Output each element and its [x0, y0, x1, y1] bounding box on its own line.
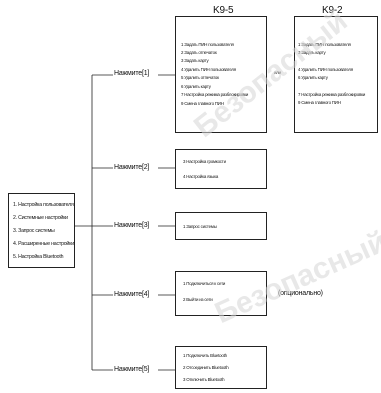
k95-item-2: 2 Задать отпечаток	[181, 50, 217, 55]
k95-title: K9-5	[213, 5, 234, 16]
press-label-2: Нажмите[2]	[114, 164, 150, 171]
box4-item-2: 2 Выйти из сети	[183, 297, 213, 302]
main-menu-item-1: 1. Настройка пользователя	[13, 202, 74, 208]
box5-item-1: 1 Подключить Bluetooth	[183, 353, 227, 358]
k92-item-4: 4 Удалить ПИН пользователя	[298, 67, 353, 72]
bluetooth-settings-box: 1 Подключить Bluetooth 2 Отсоединить Blu…	[175, 346, 267, 389]
main-menu-item-3: 3. Запрос системы	[13, 228, 55, 234]
main-menu-item-5: 5. Настройка Bluetooth	[13, 254, 64, 260]
press-label-5: Нажмите[5]	[114, 366, 150, 373]
box4-item-1: 1 Подключиться к сети	[183, 281, 226, 286]
k95-item-7: 7 Настройка режима разблокировки	[181, 92, 249, 97]
k95-item-6: 6 Удалить карту	[181, 84, 211, 89]
k92-item-1: 1 Задать ПИН пользователя	[298, 42, 351, 47]
or-label: или	[274, 70, 281, 75]
k95-box: 1 Задать ПИН пользователя 2 Задать отпеч…	[175, 16, 267, 133]
optional-note: (опционально)	[278, 290, 323, 297]
system-query-box: 1 Запрос системы	[175, 212, 267, 240]
box2-item-2: 4 Настройка языка	[183, 174, 219, 179]
box5-item-2: 2 Отсоединить Bluetooth	[183, 365, 229, 370]
k92-item-3: 3 Задать карту	[298, 50, 326, 55]
press-label-1: Нажмите[1]	[114, 70, 150, 77]
k95-item-5: 5 Удалить отпечаток	[181, 75, 219, 80]
k92-item-7: 7 Настройка режима разблокировки	[298, 92, 366, 97]
press-label-4: Нажмите[4]	[114, 291, 150, 298]
k95-item-3: 3 Задать карту	[181, 58, 209, 63]
box5-item-3: 3 Отключить Bluetooth	[183, 377, 225, 382]
k95-item-1: 1 Задать ПИН пользователя	[181, 42, 234, 47]
press-label-3: Нажмите[3]	[114, 222, 150, 229]
k92-item-6: 6 Удалить карту	[298, 75, 328, 80]
main-menu-item-4: 4. Расширенные настройки	[13, 241, 74, 247]
box2-item-1: 3 Настройка громкости	[183, 159, 226, 164]
k95-item-4: 4 Удалить ПИН пользователя	[181, 67, 236, 72]
k92-item-9: 9 Смена главного ПИН	[298, 100, 341, 105]
k95-item-9: 9 Смена главного ПИН	[181, 101, 224, 106]
system-settings-box: 3 Настройка громкости 4 Настройка языка	[175, 149, 267, 189]
k92-box: 1 Задать ПИН пользователя 3 Задать карту…	[294, 16, 378, 133]
main-menu-box: 1. Настройка пользователя 2. Системные н…	[8, 193, 75, 268]
k92-title: K9-2	[322, 5, 343, 16]
box3-item-1: 1 Запрос системы	[183, 224, 217, 229]
advanced-settings-box: 1 Подключиться к сети 2 Выйти из сети	[175, 271, 267, 316]
main-menu-item-2: 2. Системные настройки	[13, 215, 68, 221]
